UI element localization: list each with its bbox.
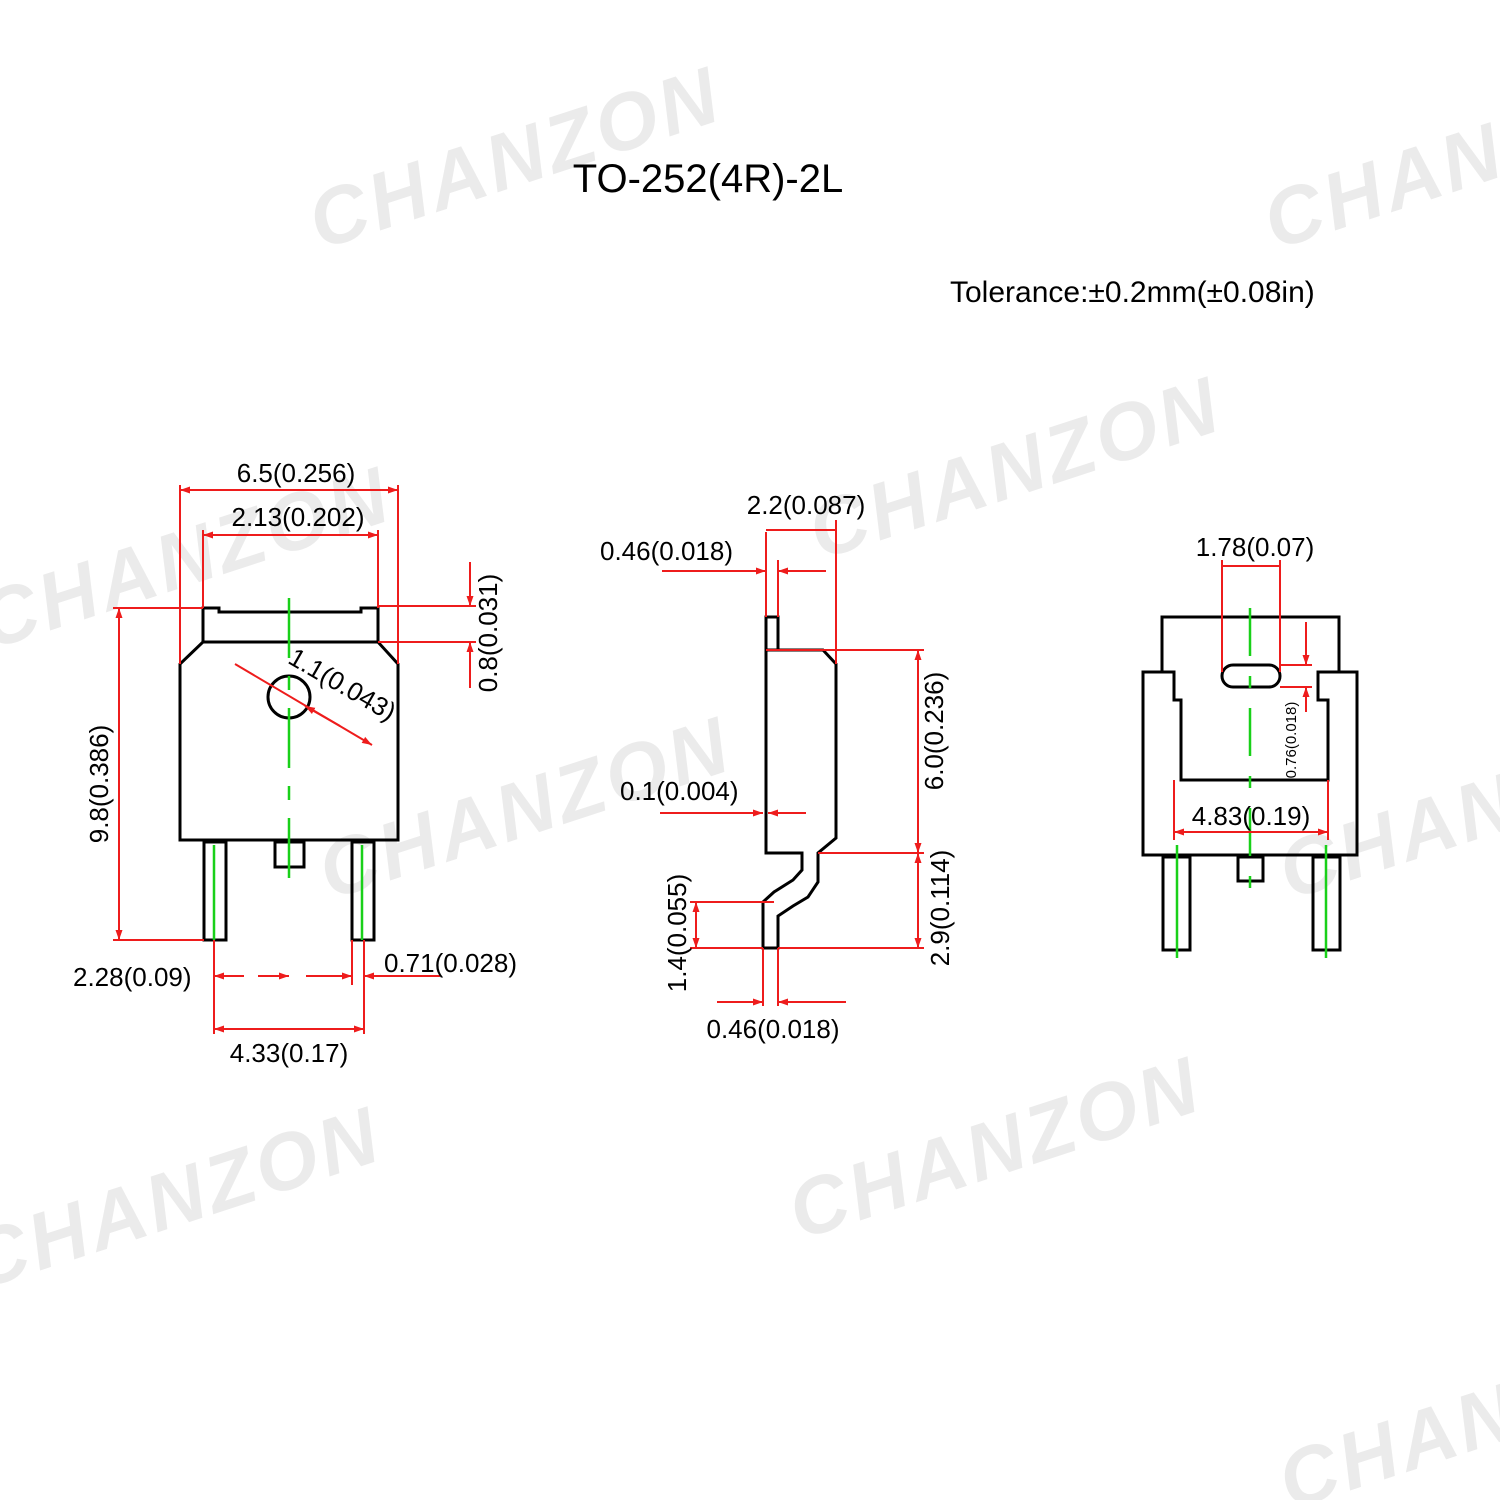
dim-pin-pitch: 2.28(0.09)	[73, 962, 192, 992]
watermark-8: CHANZON	[0, 1089, 392, 1306]
tolerance-note: Tolerance:±0.2mm(±0.08in)	[950, 276, 1315, 309]
watermarks: CHANZON CHANZON CHANZON CHANZON CHANZON …	[0, 49, 1500, 1500]
dim-tab-thickness: 0.46(0.018)	[600, 536, 733, 566]
dim-tab-height: 0.8(0.031)	[473, 574, 503, 693]
package-title: TO-252(4R)-2L	[573, 157, 843, 201]
dim-lead-bend: 1.4(0.055)	[662, 874, 692, 993]
side-view: 2.2(0.087) 0.46(0.018) 6.0(0.236) 0.1(0.…	[600, 490, 955, 1044]
dim-tab-width: 2.13(0.202)	[232, 502, 365, 532]
watermark-7: CHANZON	[778, 1039, 1213, 1256]
watermark-9: CHANZON	[1268, 1309, 1500, 1500]
dim-pin-span: 4.33(0.17)	[230, 1038, 349, 1068]
dim-line-hole-diameter	[234, 663, 373, 746]
dim-pin-width: 0.71(0.028)	[384, 948, 517, 978]
dim-slot-height: 0.76(0.018)	[1283, 702, 1300, 779]
dim-lead-height: 2.9(0.114)	[925, 850, 955, 967]
dim-line-hole-diameter	[304, 705, 341, 727]
back-inner-pad	[1162, 670, 1339, 782]
dim-standoff: 0.1(0.004)	[620, 776, 739, 806]
watermark-2: CHANZON	[1253, 49, 1500, 266]
side-body-outline	[761, 615, 838, 950]
dim-overall-width: 6.5(0.256)	[237, 458, 356, 488]
dim-body-height: 6.0(0.236)	[919, 672, 949, 791]
dim-body-thickness: 2.2(0.087)	[747, 490, 866, 520]
dim-total-height: 9.8(0.386)	[84, 725, 114, 844]
dim-slot-width: 1.78(0.07)	[1196, 532, 1315, 562]
back-view: 1.78(0.07) 0.76(0.018) 4.83(0.19)	[1141, 532, 1359, 958]
dim-lead-thickness: 0.46(0.018)	[707, 1014, 840, 1044]
watermark-4: CHANZON	[798, 359, 1233, 576]
dim-pad-width: 4.83(0.19)	[1192, 801, 1311, 831]
